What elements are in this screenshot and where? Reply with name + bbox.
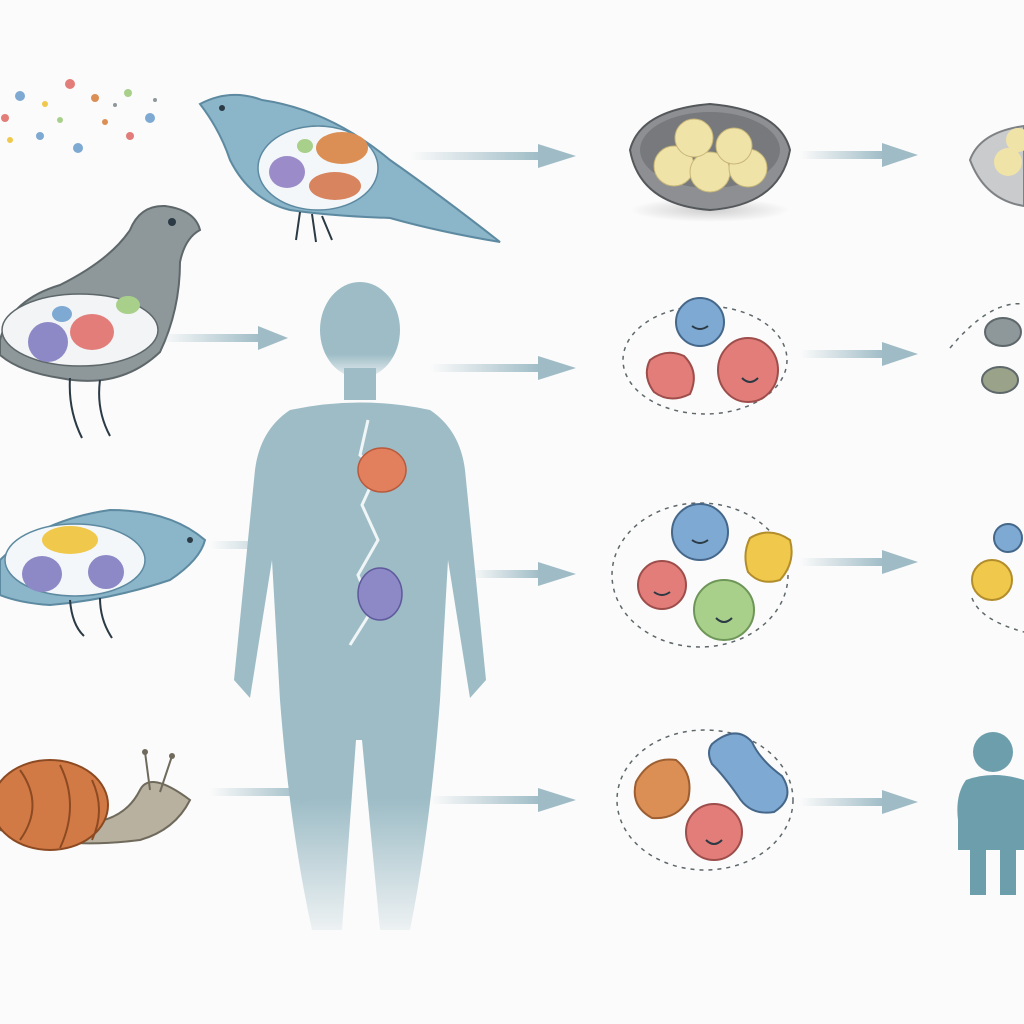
arrows-from-host (410, 144, 576, 812)
intestine-organ (357, 567, 403, 621)
arrow-shaft (470, 570, 540, 578)
arrow-shaft (210, 788, 302, 796)
egg-bowl-partial (968, 124, 1024, 208)
arrow-shaft (410, 152, 540, 160)
arrow-shaft (430, 364, 540, 372)
arrow-shaft (800, 151, 884, 159)
human-body-silhouette (234, 282, 486, 930)
particles-source (1, 79, 157, 153)
snail-source (0, 749, 192, 851)
arrow-shaft (800, 798, 884, 806)
fish-source (0, 508, 207, 639)
microbe-cluster-3 (616, 729, 794, 871)
microbe-cluster-1 (622, 297, 788, 415)
arrow-head (538, 144, 576, 168)
arrow-head (258, 326, 288, 350)
arrow-shaft (430, 796, 540, 804)
microbe-cluster-partial-2 (971, 523, 1024, 633)
arrow-head (538, 562, 576, 586)
microbe-cluster-partial-1 (949, 302, 1024, 394)
egg-bowl (628, 102, 792, 222)
flying-bird-source (198, 93, 501, 243)
arrow-shaft (160, 334, 260, 342)
child-figure (957, 732, 1024, 895)
arrow-head (538, 788, 576, 812)
microbe-cluster-2 (611, 502, 793, 648)
arrow-shaft (800, 558, 884, 566)
arrows-to-final (800, 143, 918, 814)
arrow-head (882, 143, 918, 167)
arrow-head (882, 342, 918, 366)
grey-bird-source (0, 204, 202, 439)
arrow-head (882, 790, 918, 814)
arrow-shaft (800, 350, 884, 358)
arrow-head (882, 550, 918, 574)
stomach-organ (357, 447, 407, 493)
arrow-head (538, 356, 576, 380)
